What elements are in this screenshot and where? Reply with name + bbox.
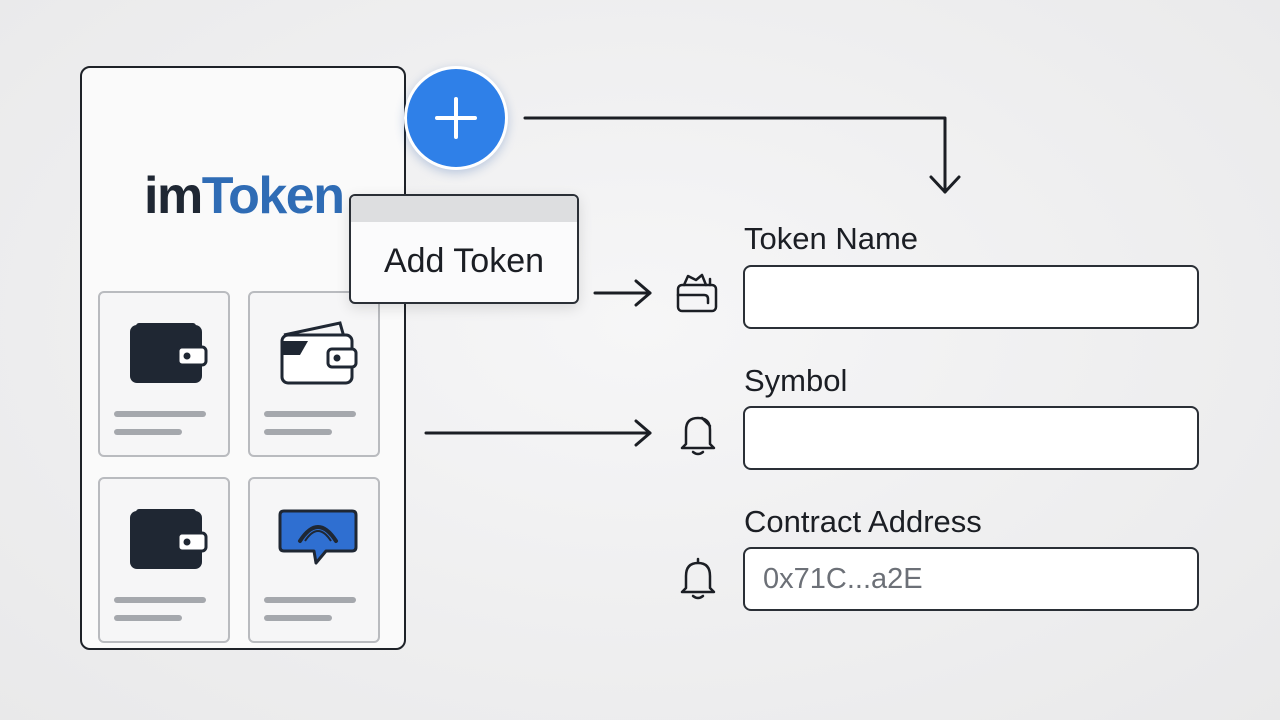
logo-suffix: Token bbox=[201, 167, 345, 225]
open-wallet-icon bbox=[280, 321, 358, 385]
wallet-card[interactable] bbox=[98, 291, 230, 457]
arrow-plus-to-form bbox=[523, 116, 947, 194]
wallet-icon bbox=[130, 509, 208, 569]
wallet-card[interactable] bbox=[98, 477, 230, 643]
placeholder-line bbox=[114, 411, 206, 417]
plus-icon bbox=[435, 97, 477, 139]
add-token-label: Add Token bbox=[383, 242, 545, 280]
placeholder-line bbox=[264, 615, 332, 621]
tooltip-header-band bbox=[351, 196, 577, 222]
symbol-field[interactable] bbox=[743, 406, 1199, 470]
placeholder-line bbox=[114, 615, 182, 621]
placeholder-line bbox=[264, 411, 356, 417]
wallet-card[interactable] bbox=[248, 477, 380, 643]
token-name-label: Token Name bbox=[744, 221, 919, 256]
imtoken-logo: imToken bbox=[144, 167, 345, 225]
placeholder-line bbox=[264, 429, 332, 435]
chat-bubble-icon bbox=[278, 509, 358, 565]
wallet-icon bbox=[130, 323, 208, 383]
contract-address-label: Contract Address bbox=[744, 504, 982, 539]
add-button[interactable] bbox=[404, 66, 508, 170]
placeholder-line bbox=[114, 597, 206, 603]
logo-prefix: im bbox=[144, 167, 203, 225]
bell-icon bbox=[680, 416, 716, 456]
bell-icon bbox=[680, 557, 716, 600]
contract-address-field[interactable] bbox=[743, 547, 1199, 611]
tag-icon bbox=[676, 273, 718, 313]
placeholder-line bbox=[114, 429, 182, 435]
add-token-menu-item[interactable]: Add Token bbox=[349, 194, 579, 304]
token-name-field[interactable] bbox=[743, 265, 1199, 329]
placeholder-line bbox=[264, 597, 356, 603]
symbol-label: Symbol bbox=[744, 363, 848, 398]
wallet-card[interactable] bbox=[248, 291, 380, 457]
